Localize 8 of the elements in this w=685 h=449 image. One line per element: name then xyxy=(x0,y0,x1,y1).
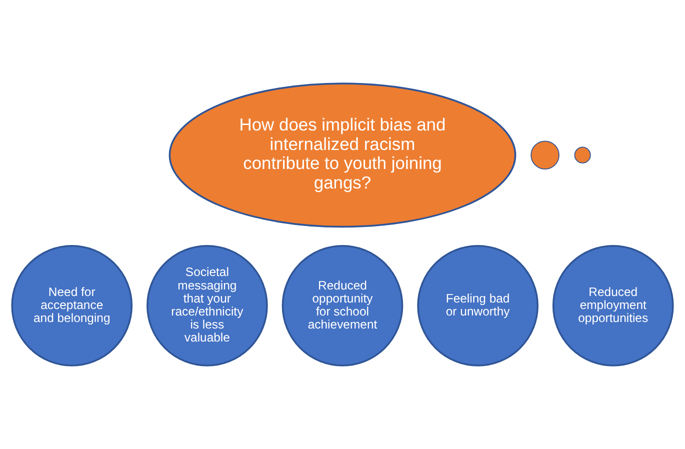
node-circle: Need for acceptance and belonging xyxy=(11,245,133,366)
node-circle: Societal messaging that your race/ethnicity is less valuable xyxy=(146,245,268,366)
node-circle: Reduced opportunity for school achievement xyxy=(282,245,404,366)
node-circle: Feeling bad or unworthy xyxy=(417,245,538,366)
node-circle: Reduced employment opportunities xyxy=(552,245,674,366)
node-circle xyxy=(574,146,591,164)
node-circle xyxy=(530,140,560,170)
node-ellipse: How does implicit bias and internalized racism contribute to youth joining gangs? xyxy=(168,82,516,228)
